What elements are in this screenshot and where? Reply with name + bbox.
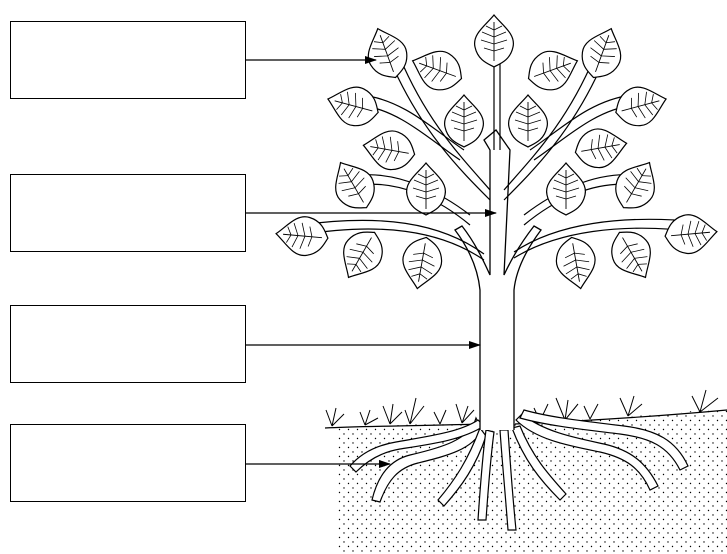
- arrow-icon: [246, 56, 497, 468]
- label-box-trunk[interactable]: [10, 305, 246, 383]
- soil: [338, 408, 727, 554]
- label-box-roots[interactable]: [10, 424, 246, 502]
- label-box-leaf[interactable]: [10, 21, 246, 99]
- trunk: [454, 129, 542, 430]
- root-icon: [349, 409, 689, 531]
- grass-tuft-icon: [325, 389, 719, 427]
- label-box-branch[interactable]: [10, 174, 246, 252]
